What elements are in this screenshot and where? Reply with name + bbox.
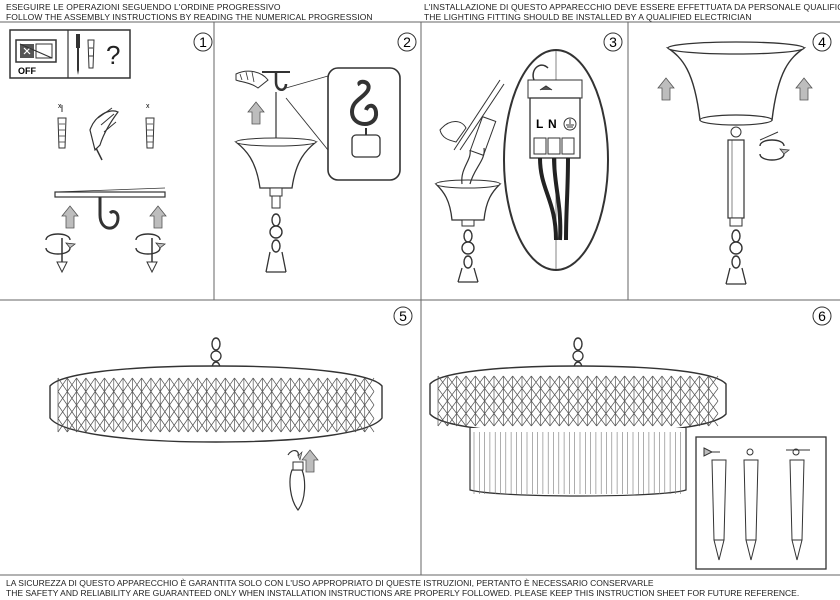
footer-line2: THE SAFETY AND RELIABILITY ARE GUARANTEE… xyxy=(6,588,800,598)
step-number-4: 4 xyxy=(818,34,826,50)
step-number-5: 5 xyxy=(399,308,407,324)
crystal-curtain xyxy=(473,432,682,494)
earth-icon xyxy=(563,117,577,131)
svg-text:x: x xyxy=(146,103,150,110)
panel-6 xyxy=(429,337,827,570)
panel-2 xyxy=(234,67,401,273)
header-left-line2: FOLLOW THE ASSEMBLY INSTRUCTIONS BY READ… xyxy=(6,12,373,22)
step-number-2: 2 xyxy=(403,34,411,50)
rotate-arrow-icon xyxy=(45,233,76,255)
step-number-6: 6 xyxy=(818,308,826,324)
footer: LA SICUREZZA DI QUESTO APPARECCHIO È GAR… xyxy=(6,578,799,598)
panel-4 xyxy=(657,41,813,285)
panel-1: OFF ? x x xyxy=(9,29,167,274)
crystal-ring-pattern-5 xyxy=(57,377,375,433)
panel-3: L N xyxy=(434,49,609,283)
live-terminal-label: L xyxy=(536,117,543,131)
step-number-1: 1 xyxy=(199,34,207,50)
wall-plug-icon xyxy=(87,39,95,69)
header-left-line1: ESEGUIRE LE OPERAZIONI SEGUENDO L'ORDINE… xyxy=(6,2,281,12)
header-left: ESEGUIRE LE OPERAZIONI SEGUENDO L'ORDINE… xyxy=(6,2,373,22)
header-right: L'INSTALLAZIONE DI QUESTO APPARECCHIO DE… xyxy=(424,2,840,22)
panel-5 xyxy=(49,337,383,511)
svg-text:x: x xyxy=(58,103,62,110)
question-icon: ? xyxy=(106,40,120,70)
crystal-ring-pattern-6 xyxy=(437,375,719,427)
power-switch-icon xyxy=(15,39,57,63)
neutral-terminal-label: N xyxy=(548,117,557,131)
off-label: OFF xyxy=(18,66,36,76)
step-number-3: 3 xyxy=(609,34,617,50)
header-right-line2: THE LIGHTING FITTING SHOULD BE INSTALLED… xyxy=(424,12,752,22)
footer-line1: LA SICUREZZA DI QUESTO APPARECCHIO È GAR… xyxy=(6,578,654,588)
header-right-line1: L'INSTALLAZIONE DI QUESTO APPARECCHIO DE… xyxy=(424,2,840,12)
screwdriver-icon xyxy=(76,34,80,75)
step-badges: 1 2 3 4 5 6 xyxy=(193,32,832,326)
